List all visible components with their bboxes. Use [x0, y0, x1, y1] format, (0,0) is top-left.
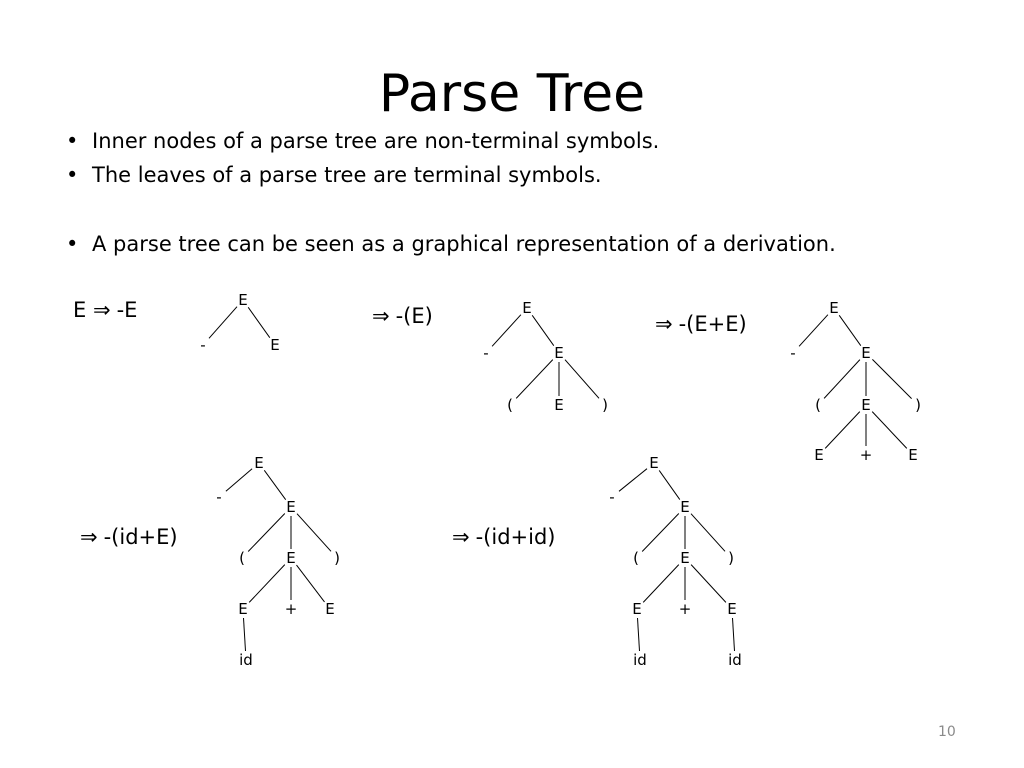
tree-edge: [732, 617, 735, 652]
tree-edge: [491, 314, 522, 347]
derivation-step-5: ⇒-(id+id): [452, 524, 556, 550]
tree-node: +: [679, 600, 692, 618]
tree-node: +: [285, 600, 298, 618]
tree-edge: [531, 315, 555, 346]
bullet-item: The leaves of a parse tree are terminal …: [64, 158, 836, 192]
tree-edge: [296, 513, 332, 552]
tree-node: ): [334, 549, 340, 567]
tree-node: (: [815, 396, 821, 414]
derives-arrow-icon: ⇒: [372, 304, 390, 328]
tree-node: E: [270, 336, 279, 354]
tree-edge: [247, 307, 271, 338]
tree-node: E: [861, 344, 870, 362]
tree-edge: [248, 564, 286, 603]
tree-node: E: [814, 446, 823, 464]
tree-edge: [872, 359, 912, 399]
derives-arrow-icon: ⇒: [92, 298, 111, 322]
slide-title: Parse Tree: [378, 64, 646, 124]
tree-node: -: [609, 488, 614, 506]
parse-tree: E - E ( E) E + Eid id: [609, 454, 742, 669]
tree-edge: [564, 359, 600, 399]
tree-edge: [641, 513, 680, 552]
sentential-form: -(E): [395, 304, 433, 328]
tree-node: E: [522, 299, 531, 317]
tree-node: E: [908, 446, 917, 464]
tree-edge: [263, 470, 287, 500]
tree-edge: [642, 564, 680, 603]
tree-node: ): [602, 396, 608, 414]
tree-node: E: [286, 549, 295, 567]
tree-node: -: [216, 488, 221, 506]
tree-edge: [225, 468, 253, 492]
tree-node: (: [239, 549, 245, 567]
tree-node: id: [728, 651, 742, 669]
tree-node: E: [286, 498, 295, 516]
parse-tree: E - E ( E) E + Eid: [216, 454, 340, 669]
tree-edge: [823, 359, 861, 399]
parse-tree: E - E ( E): [483, 299, 608, 414]
bullet-list: Inner nodes of a parse tree are non-term…: [64, 124, 836, 261]
tree-node: E: [325, 600, 334, 618]
tree-node: -: [790, 344, 795, 362]
tree-node: E: [649, 454, 658, 472]
tree-edge: [838, 315, 862, 346]
tree-node: E: [554, 396, 563, 414]
bullet-item: Inner nodes of a parse tree are non-term…: [64, 124, 836, 158]
tree-node: (: [633, 549, 639, 567]
tree-edge: [871, 411, 908, 449]
derivation-step-3: ⇒-(E+E): [655, 311, 747, 337]
tree-edge: [243, 617, 246, 652]
tree-node: ): [915, 396, 921, 414]
tree-edge: [690, 564, 727, 603]
tree-node: E: [680, 549, 689, 567]
tree-edge: [637, 617, 640, 652]
tree-node: ): [728, 549, 734, 567]
parse-tree: E - E ( E) E + E: [790, 299, 921, 464]
page-number: 10: [938, 724, 956, 740]
tree-node: E: [238, 291, 247, 309]
tree-node: E: [554, 344, 563, 362]
derives-arrow-icon: ⇒: [452, 525, 470, 549]
tree-node: E: [861, 396, 870, 414]
tree-edge: [824, 411, 861, 449]
sentential-form: -(id+id): [475, 525, 556, 549]
tree-node: E: [727, 600, 736, 618]
tree-edge: [247, 513, 286, 552]
derivation-step-2: ⇒-(E): [372, 303, 433, 329]
tree-node: (: [507, 396, 513, 414]
tree-node: E: [829, 299, 838, 317]
tree-edge: [690, 513, 726, 552]
derives-arrow-icon: ⇒: [655, 312, 673, 336]
tree-edge: [208, 306, 238, 339]
bullet-item: A parse tree can be seen as a graphical …: [64, 227, 836, 261]
tree-edge: [798, 314, 829, 347]
derivation-step-1: E ⇒-E: [73, 297, 137, 323]
sentential-form: -(E+E): [678, 312, 747, 336]
derives-arrow-icon: ⇒: [80, 525, 98, 549]
tree-edge: [618, 468, 648, 492]
start-symbol: E: [73, 298, 87, 322]
tree-node: -: [483, 344, 488, 362]
tree-node: E: [632, 600, 641, 618]
derivation-step-4: ⇒-(id+E): [80, 524, 178, 550]
tree-node: E: [238, 600, 247, 618]
tree-edge: [658, 470, 681, 500]
tree-node: E: [680, 498, 689, 516]
tree-edge: [515, 359, 554, 399]
tree-edge: [296, 564, 325, 603]
parse-tree: E - E: [200, 291, 279, 354]
tree-node: -: [200, 336, 205, 354]
sentential-form: -(id+E): [103, 525, 178, 549]
sentential-form: -E: [116, 298, 138, 322]
tree-node: E: [254, 454, 263, 472]
tree-node: id: [633, 651, 647, 669]
tree-node: +: [860, 446, 873, 464]
tree-node: id: [239, 651, 253, 669]
